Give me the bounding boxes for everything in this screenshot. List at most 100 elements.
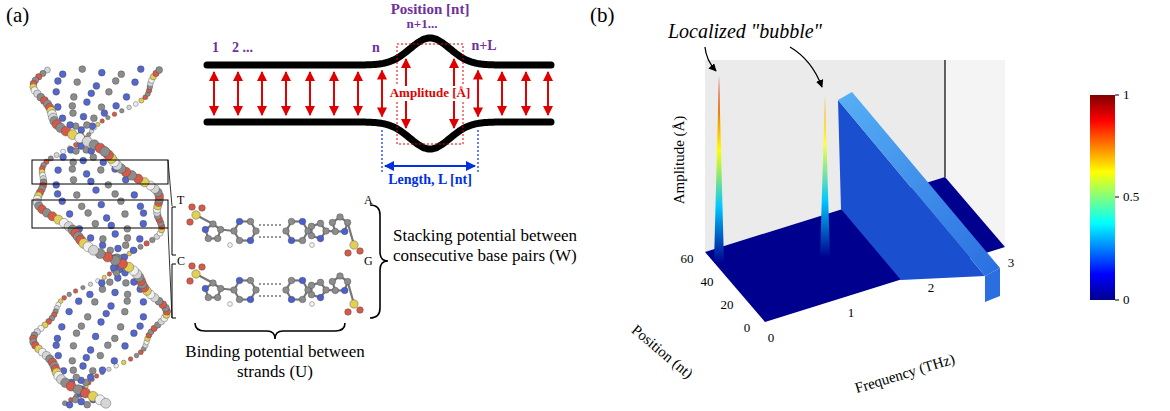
hydrogen-bond <box>259 236 283 237</box>
curly-brace <box>195 323 345 339</box>
atom <box>53 88 60 95</box>
atom <box>332 287 339 294</box>
atom <box>93 83 100 90</box>
atom <box>89 367 96 374</box>
atom <box>127 105 132 110</box>
base-pair-model <box>187 204 364 316</box>
amplitude-label: Amplitude [Å] <box>388 86 473 101</box>
atom <box>122 211 129 218</box>
axis-title: Frequency (THz) <box>853 351 957 398</box>
atom <box>78 323 85 330</box>
atom <box>105 181 112 188</box>
atom <box>81 285 85 289</box>
atom <box>111 335 118 342</box>
atom <box>112 191 119 198</box>
tick-label: 0 <box>744 321 751 336</box>
atom <box>83 354 90 361</box>
atom <box>101 110 108 117</box>
atom <box>132 79 139 86</box>
atom <box>66 211 73 218</box>
atom <box>106 279 113 286</box>
atom <box>66 401 73 408</box>
atom <box>83 122 90 129</box>
atom <box>140 299 147 306</box>
atom <box>87 347 94 354</box>
ridge-notch <box>986 297 1000 312</box>
atom <box>69 357 76 364</box>
base-pair-rung <box>477 71 479 117</box>
atom <box>131 330 138 337</box>
tick-label: 40 <box>701 275 714 290</box>
atom <box>103 310 110 317</box>
hydrogen-bond <box>259 295 283 296</box>
atom <box>124 225 131 232</box>
atom <box>112 289 119 296</box>
base-pair-rung <box>309 72 311 115</box>
atom <box>122 242 129 249</box>
atom <box>202 226 209 233</box>
atom <box>253 228 260 235</box>
atom <box>87 132 91 136</box>
atom <box>99 242 106 249</box>
plot-edge <box>944 60 945 177</box>
atom <box>323 287 330 294</box>
atom <box>228 243 233 248</box>
base-pair-rung <box>333 72 335 115</box>
strand <box>207 122 551 149</box>
atom <box>350 241 358 249</box>
callout-text: Localized "bubble" <box>668 20 822 43</box>
atom <box>107 272 111 276</box>
atom <box>236 237 243 244</box>
atom <box>130 247 137 254</box>
atom <box>205 235 212 242</box>
base-letter: G <box>364 255 373 269</box>
atom <box>93 187 100 194</box>
atom <box>139 98 144 103</box>
atom <box>228 302 233 307</box>
tick <box>1115 300 1119 301</box>
bracket <box>172 207 176 255</box>
tick-label: 3 <box>1008 256 1015 271</box>
hydrogen-bond <box>259 283 283 284</box>
atom <box>118 71 125 78</box>
atom <box>98 201 105 208</box>
atom <box>308 223 315 230</box>
atom <box>317 220 324 227</box>
atom <box>231 287 238 294</box>
atom <box>54 191 61 198</box>
atom <box>310 243 315 248</box>
curly-brace <box>370 205 388 318</box>
annotation: Binding potential between strands (U) <box>185 342 365 381</box>
strand <box>207 38 551 65</box>
atom <box>299 296 306 303</box>
tick <box>1115 197 1119 198</box>
atom <box>94 374 98 378</box>
atom <box>59 115 66 122</box>
atom <box>124 235 131 242</box>
atom <box>99 367 106 374</box>
atom <box>61 149 66 154</box>
atom <box>308 291 315 298</box>
atom <box>350 300 358 308</box>
ridge-end <box>985 268 1000 302</box>
atom <box>123 280 130 287</box>
atom <box>299 237 306 244</box>
bracket <box>172 264 176 318</box>
atom <box>80 363 87 370</box>
atom <box>357 248 364 255</box>
atom <box>288 237 295 244</box>
colorbar-tick: 0.5 <box>1123 190 1139 205</box>
atom <box>310 302 315 307</box>
atom <box>100 147 110 157</box>
base-letter: C <box>177 255 185 269</box>
atom <box>104 342 111 349</box>
atom <box>123 94 130 101</box>
atom <box>156 67 163 74</box>
atom <box>92 333 99 340</box>
position-index: n+1... <box>407 17 438 32</box>
base-letter: T <box>177 194 184 208</box>
atom <box>88 90 95 97</box>
tick-label: 1 <box>848 306 855 321</box>
atom <box>236 296 243 303</box>
atom <box>288 218 295 225</box>
